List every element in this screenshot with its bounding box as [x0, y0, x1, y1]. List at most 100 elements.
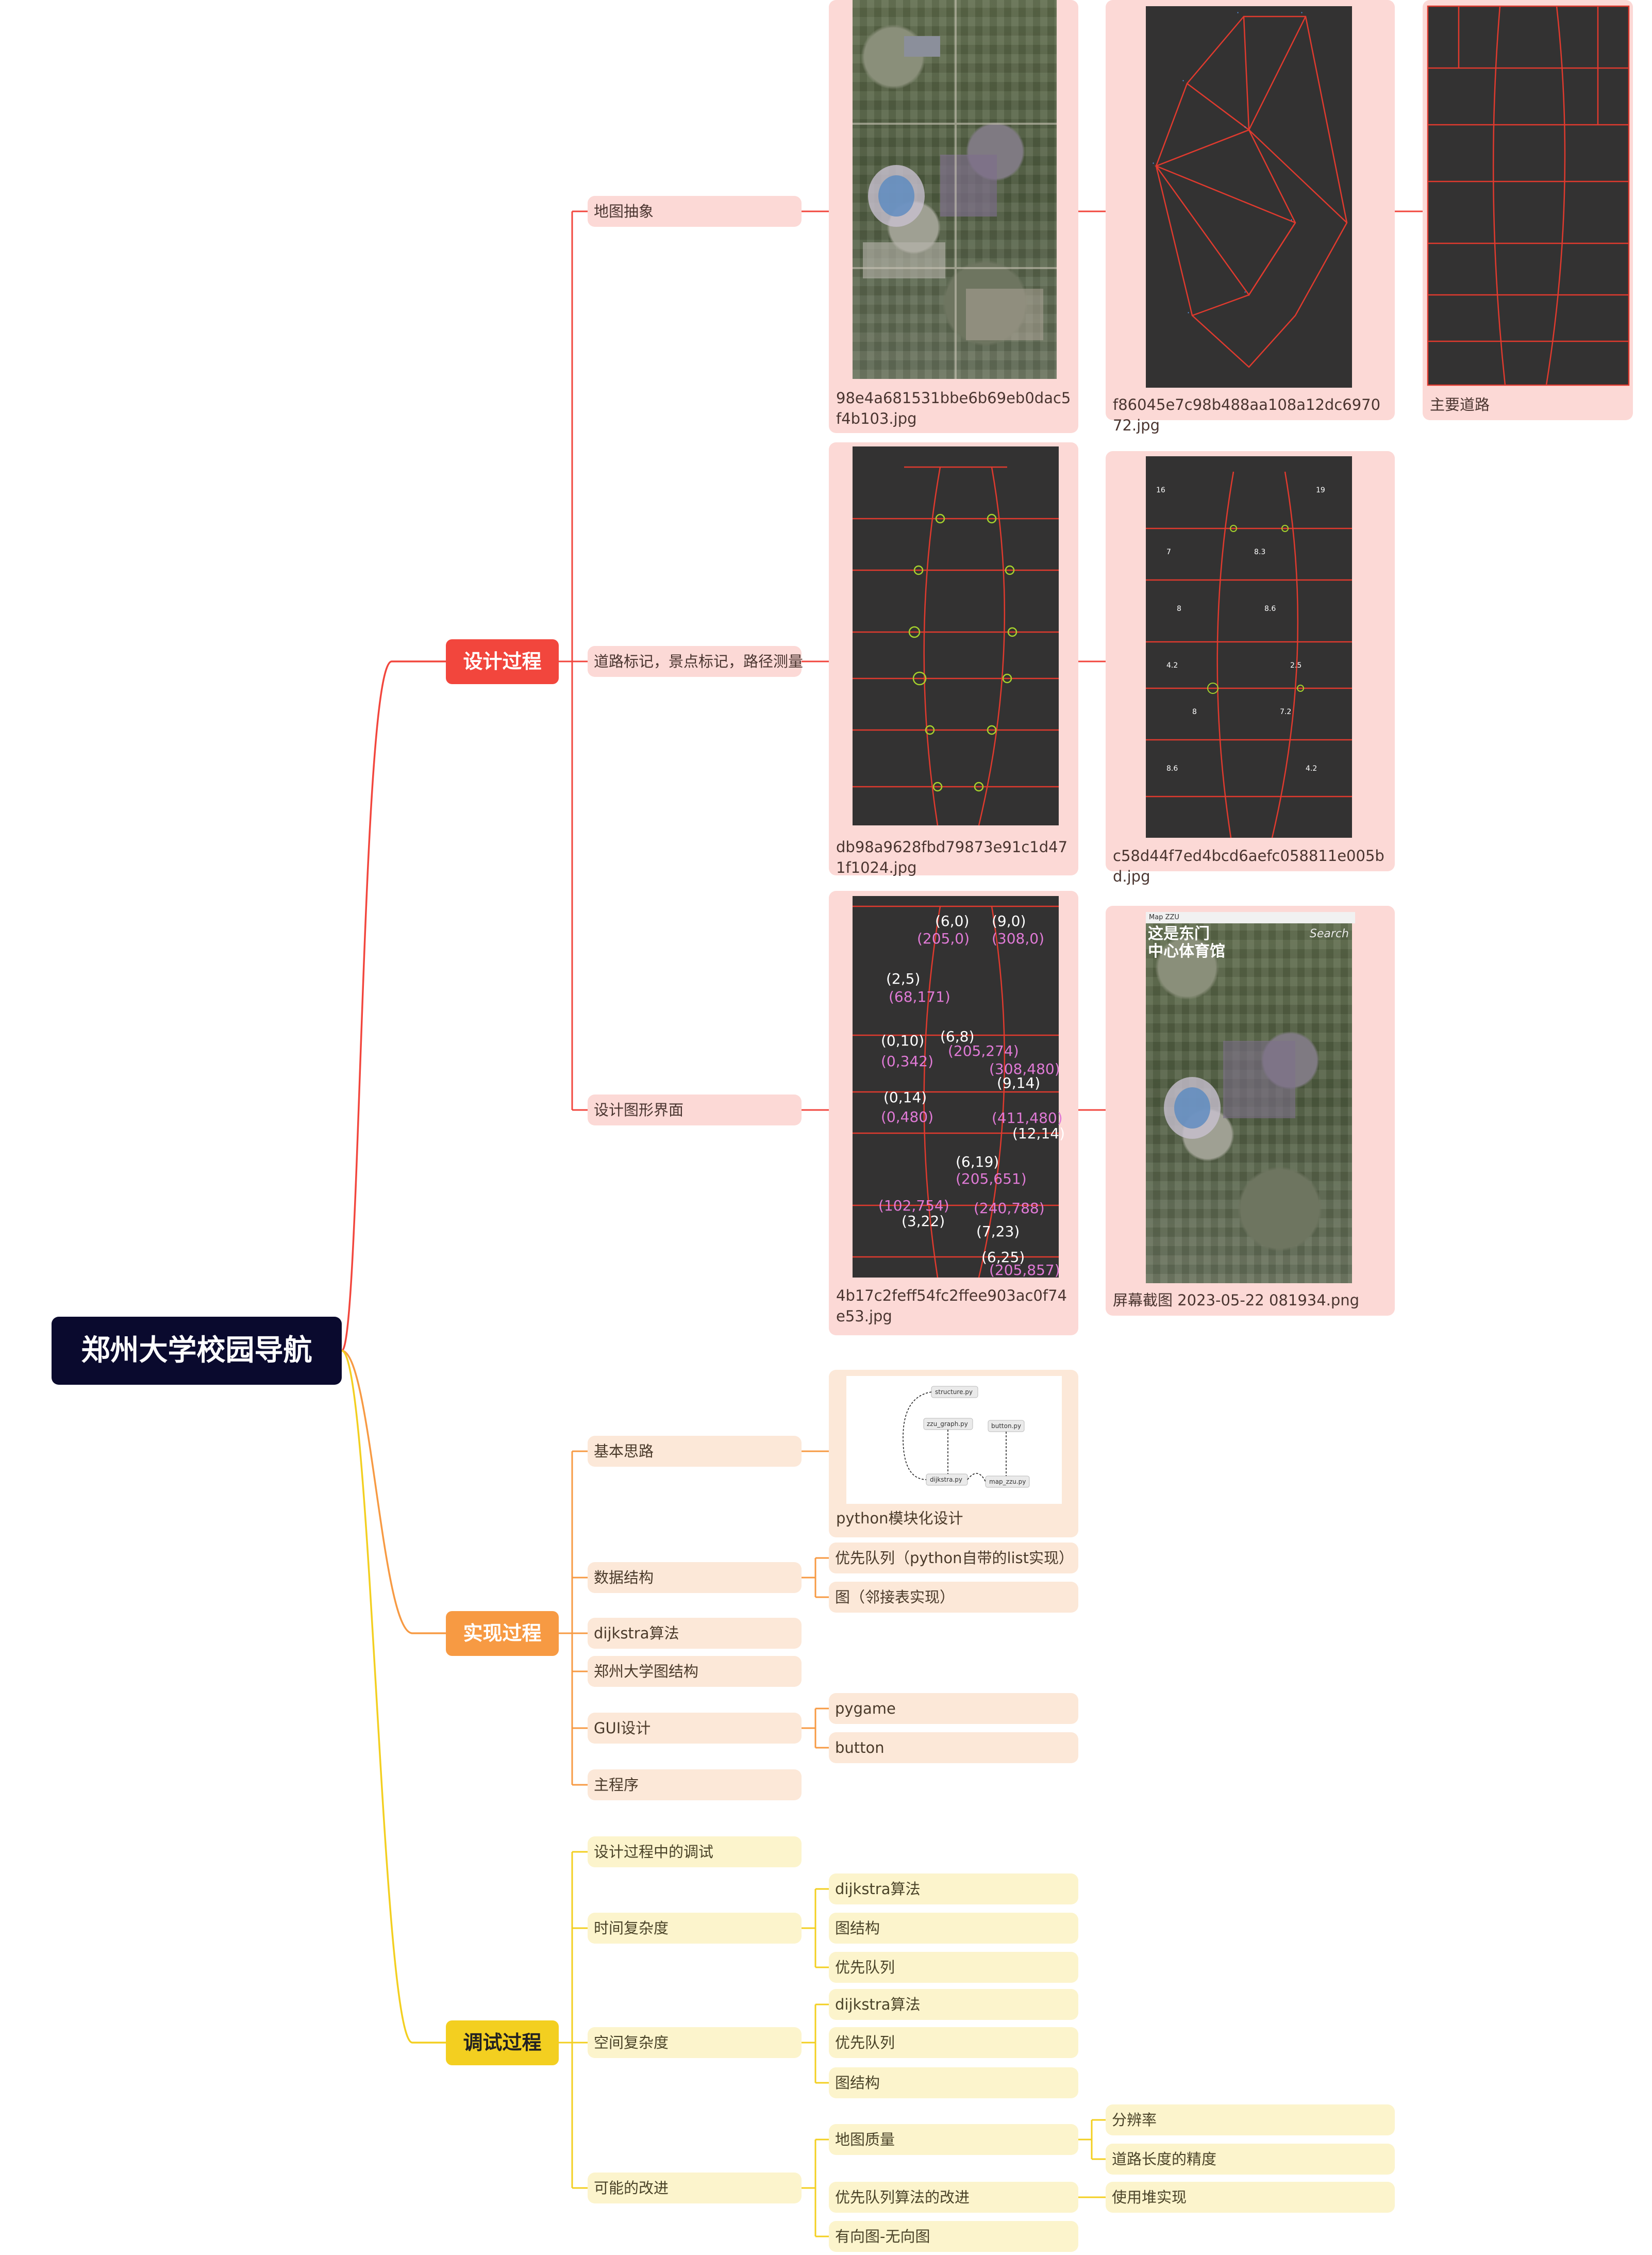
image-caption: f86045e7c98b488aa108a12dc697072.jpg — [1113, 396, 1381, 434]
coord-label: (12,14) — [1012, 1125, 1065, 1142]
app-screenshot-image: Map ZZU 这是东门 中心体育馆 Search — [1146, 912, 1355, 1283]
module-structure: structure.py — [935, 1388, 973, 1396]
node-space-dijkstra[interactable]: dijkstra算法 — [829, 1989, 1078, 2020]
image-card-main-roads[interactable]: 主要道路 — [1423, 0, 1633, 420]
svg-text:·: · — [1182, 76, 1184, 86]
svg-text:2.5: 2.5 — [1290, 661, 1301, 670]
node-button[interactable]: button — [829, 1732, 1078, 1763]
svg-text:·: · — [1290, 215, 1293, 225]
module-diagram-image: structure.py zzu_graph.py button.py dijk… — [846, 1376, 1062, 1504]
svg-text:·: · — [1152, 158, 1155, 168]
coord-label: (3,22) — [902, 1213, 945, 1230]
svg-text:8.3: 8.3 — [1254, 548, 1265, 556]
node-directed-undirected[interactable]: 有向图-无向图 — [829, 2221, 1078, 2252]
branch-design-process[interactable]: 设计过程 — [446, 639, 559, 684]
branch-implementation-process[interactable]: 实现过程 — [446, 1611, 559, 1656]
coord-label: (205,651) — [956, 1170, 1027, 1187]
graph-sketch-image: ·· ·· ·· ·· — [1146, 6, 1352, 388]
node-pq-improvement[interactable]: 优先队列算法的改进 — [829, 2182, 1078, 2213]
image-caption: c58d44f7ed4bcd6aefc058811e005bd.jpg — [1113, 847, 1384, 885]
app-search-button: Search — [1309, 927, 1349, 940]
coord-label: (102,754) — [878, 1197, 949, 1214]
coordinate-grid-image: (6,0) (9,0) (205,0) (308,0) (2,5) (68,17… — [853, 896, 1065, 1279]
svg-text:·: · — [1187, 308, 1190, 318]
node-time-complexity[interactable]: 时间复杂度 — [588, 1913, 802, 1944]
coord-label: (0,10) — [881, 1032, 924, 1049]
node-gui-design-impl[interactable]: GUI设计 — [588, 1713, 802, 1744]
image-card-module-design[interactable]: structure.py zzu_graph.py button.py dijk… — [829, 1370, 1078, 1537]
image-card-app-screenshot[interactable]: Map ZZU 这是东门 中心体育馆 Search 屏幕截图 2023-05-2… — [1106, 906, 1395, 1316]
svg-text:·: · — [1300, 8, 1303, 18]
coord-label: (2,5) — [886, 970, 920, 987]
svg-text:7: 7 — [1166, 548, 1171, 556]
image-caption: 屏幕截图 2023-05-22 081934.png — [1113, 1291, 1360, 1309]
node-resolution[interactable]: 分辨率 — [1106, 2104, 1395, 2135]
image-card-graph-sketch[interactable]: ·· ·· ·· ·· f86045e7c98b488aa108a12dc697… — [1106, 0, 1395, 434]
node-time-priority-queue[interactable]: 优先队列 — [829, 1952, 1078, 1983]
coord-label: (68,171) — [889, 988, 950, 1005]
app-title-bar: Map ZZU — [1146, 912, 1355, 923]
coord-label: (0,480) — [881, 1108, 933, 1125]
node-priority-queue[interactable]: 优先队列（python自带的list实现） — [829, 1543, 1078, 1573]
node-map-quality[interactable]: 地图质量 — [829, 2124, 1078, 2155]
image-card-road-markers[interactable]: db98a9628fbd79873e91c1d471f1024.jpg — [829, 442, 1078, 876]
svg-text:4.2: 4.2 — [1306, 765, 1317, 773]
node-space-graph[interactable]: 图结构 — [829, 2067, 1078, 2098]
node-gui-design[interactable]: 设计图形界面 — [588, 1095, 802, 1125]
app-overlay-text: 这是东门 中心体育馆 — [1148, 925, 1225, 960]
image-caption: python模块化设计 — [836, 1510, 963, 1527]
module-zzu-graph: zzu_graph.py — [927, 1420, 968, 1428]
node-data-structure[interactable]: 数据结构 — [588, 1562, 802, 1593]
coord-label: (9,14) — [997, 1074, 1040, 1091]
coord-label: (308,480) — [989, 1060, 1060, 1077]
coord-label: (0,14) — [883, 1089, 927, 1106]
image-caption: 主要道路 — [1430, 396, 1490, 413]
node-space-complexity[interactable]: 空间复杂度 — [588, 2027, 802, 2058]
node-main-program[interactable]: 主程序 — [588, 1769, 802, 1800]
image-card-satellite-map[interactable]: 98e4a681531bbe6b69eb0dac5f4b103.jpg — [829, 0, 1078, 433]
satellite-map-image — [853, 0, 1057, 379]
svg-text:8.6: 8.6 — [1264, 605, 1276, 613]
image-caption: db98a9628fbd79873e91c1d471f1024.jpg — [836, 838, 1068, 876]
node-basic-idea[interactable]: 基本思路 — [588, 1436, 802, 1467]
node-map-abstraction[interactable]: 地图抽象 — [588, 196, 802, 227]
module-map-zzu: map_zzu.py — [989, 1478, 1026, 1485]
image-caption: 4b17c2feff54fc2ffee903ac0f74e53.jpg — [836, 1287, 1067, 1325]
coord-label: (308,0) — [992, 930, 1044, 947]
coord-label: (6,0) — [935, 913, 969, 930]
branch-debug-process[interactable]: 调试过程 — [446, 2020, 559, 2065]
node-pygame[interactable]: pygame — [829, 1693, 1078, 1724]
module-dijkstra: dijkstra.py — [930, 1476, 962, 1483]
svg-text:8.6: 8.6 — [1166, 765, 1178, 773]
node-graph-adjacency[interactable]: 图（邻接表实现） — [829, 1582, 1078, 1613]
node-use-heap[interactable]: 使用堆实现 — [1106, 2182, 1395, 2213]
node-possible-improvements[interactable]: 可能的改进 — [588, 2173, 802, 2203]
svg-text:16: 16 — [1156, 486, 1165, 494]
svg-text:·: · — [1244, 287, 1246, 297]
coord-label: (0,342) — [881, 1053, 933, 1070]
svg-text:19: 19 — [1316, 486, 1325, 494]
coord-label: (205,274) — [948, 1042, 1019, 1059]
road-markers-image — [853, 446, 1059, 826]
coord-label: (240,788) — [974, 1200, 1045, 1217]
svg-text:7.2: 7.2 — [1280, 708, 1291, 716]
node-time-dijkstra[interactable]: dijkstra算法 — [829, 1873, 1078, 1904]
root-topic[interactable]: 郑州大学校园导航 — [52, 1317, 342, 1385]
svg-text:8: 8 — [1177, 605, 1181, 613]
node-road-length-precision[interactable]: 道路长度的精度 — [1106, 2144, 1395, 2175]
node-zzu-graph[interactable]: 郑州大学图结构 — [588, 1656, 802, 1687]
node-time-graph[interactable]: 图结构 — [829, 1913, 1078, 1944]
svg-text:8: 8 — [1192, 708, 1197, 716]
node-debug-in-design[interactable]: 设计过程中的调试 — [588, 1836, 802, 1867]
coord-label: (6,25) — [981, 1249, 1025, 1266]
node-dijkstra[interactable]: dijkstra算法 — [588, 1618, 802, 1649]
coord-label: (7,23) — [976, 1223, 1020, 1240]
node-space-priority-queue[interactable]: 优先队列 — [829, 2027, 1078, 2058]
node-road-marking[interactable]: 道路标记，景点标记，路径测量 — [588, 646, 803, 677]
image-caption: 98e4a681531bbe6b69eb0dac5f4b103.jpg — [836, 389, 1071, 427]
image-card-coordinate-grid[interactable]: (6,0) (9,0) (205,0) (308,0) (2,5) (68,17… — [829, 891, 1078, 1335]
main-roads-image — [1427, 5, 1630, 386]
